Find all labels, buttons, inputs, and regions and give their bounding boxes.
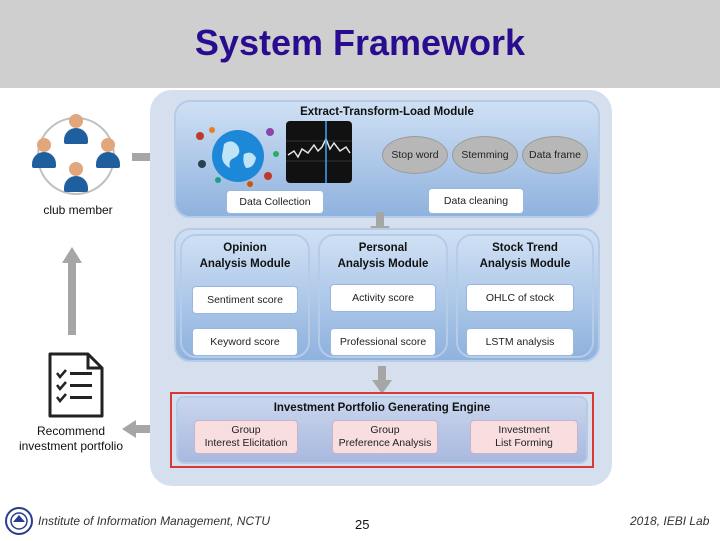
investment-list-line1: Investment [498, 424, 550, 436]
group-interest-line2: Interest Elicitation [204, 437, 288, 449]
engine-to-recommend-arrow [122, 420, 170, 438]
group-interest-line1: Group [231, 424, 261, 436]
stemming-oval: Stemming [452, 136, 518, 174]
group-preference-analysis-box: Group Preference Analysis [332, 420, 438, 454]
opinion-module-title-line1: Opinion [223, 242, 267, 254]
club-member-label: club member [43, 203, 113, 217]
investment-list-line2: List Forming [495, 437, 553, 449]
sentiment-score-box: Sentiment score [192, 286, 298, 314]
recommend-label-line2: investment portfolio [18, 439, 124, 453]
activity-score-box: Activity score [330, 284, 436, 312]
nctu-logo [4, 506, 34, 536]
recommend-label: Recommend investment portfolio [8, 424, 134, 454]
personal-module-title-line1: Personal [358, 242, 408, 254]
footer-page-number: 25 [355, 517, 370, 532]
group-interest-elicitation-box: Group Interest Elicitation [194, 420, 298, 454]
opinion-module-title-line2: Analysis Module [199, 258, 291, 270]
modules-to-engine-arrow [372, 366, 392, 394]
title-band [0, 0, 720, 88]
club-members-icon [28, 112, 124, 200]
engine-title: Investment Portfolio Generating Engine [273, 402, 491, 414]
professional-score-box: Professional score [330, 328, 436, 356]
stop-word-oval: Stop word [382, 136, 448, 174]
checklist-document-icon [48, 352, 104, 418]
footer-institution: Institute of Information Management, NCT… [38, 514, 271, 528]
keyword-score-box: Keyword score [192, 328, 298, 356]
data-cleaning-box: Data cleaning [428, 188, 524, 214]
personal-module-title: Personal Analysis Module [318, 240, 448, 272]
opinion-module-title: Opinion Analysis Module [180, 240, 310, 272]
social-network-image [190, 124, 284, 188]
group-preference-line1: Group [370, 424, 400, 436]
up-arrow [62, 247, 82, 335]
lstm-analysis-box: LSTM analysis [466, 328, 574, 356]
stock-chart-image [286, 121, 352, 183]
slide-title: System Framework [194, 22, 526, 63]
personal-module-title-line2: Analysis Module [337, 258, 429, 270]
stock-module-title-line2: Analysis Module [479, 258, 571, 270]
data-collection-box: Data Collection [226, 190, 324, 214]
data-frame-oval: Data frame [522, 136, 588, 174]
recommend-label-line1: Recommend [36, 424, 106, 438]
investment-list-forming-box: Investment List Forming [470, 420, 578, 454]
footer-lab: 2018, IEBI Lab [630, 514, 710, 528]
stock-module-title: Stock Trend Analysis Module [456, 240, 594, 272]
engine-highlight-frame [170, 392, 594, 468]
stock-module-title-line1: Stock Trend [492, 242, 558, 254]
ohlc-of-stock-box: OHLC of stock [466, 284, 574, 312]
etl-module-title: Extract-Transform-Load Module [300, 106, 474, 118]
group-preference-line2: Preference Analysis [338, 437, 432, 449]
